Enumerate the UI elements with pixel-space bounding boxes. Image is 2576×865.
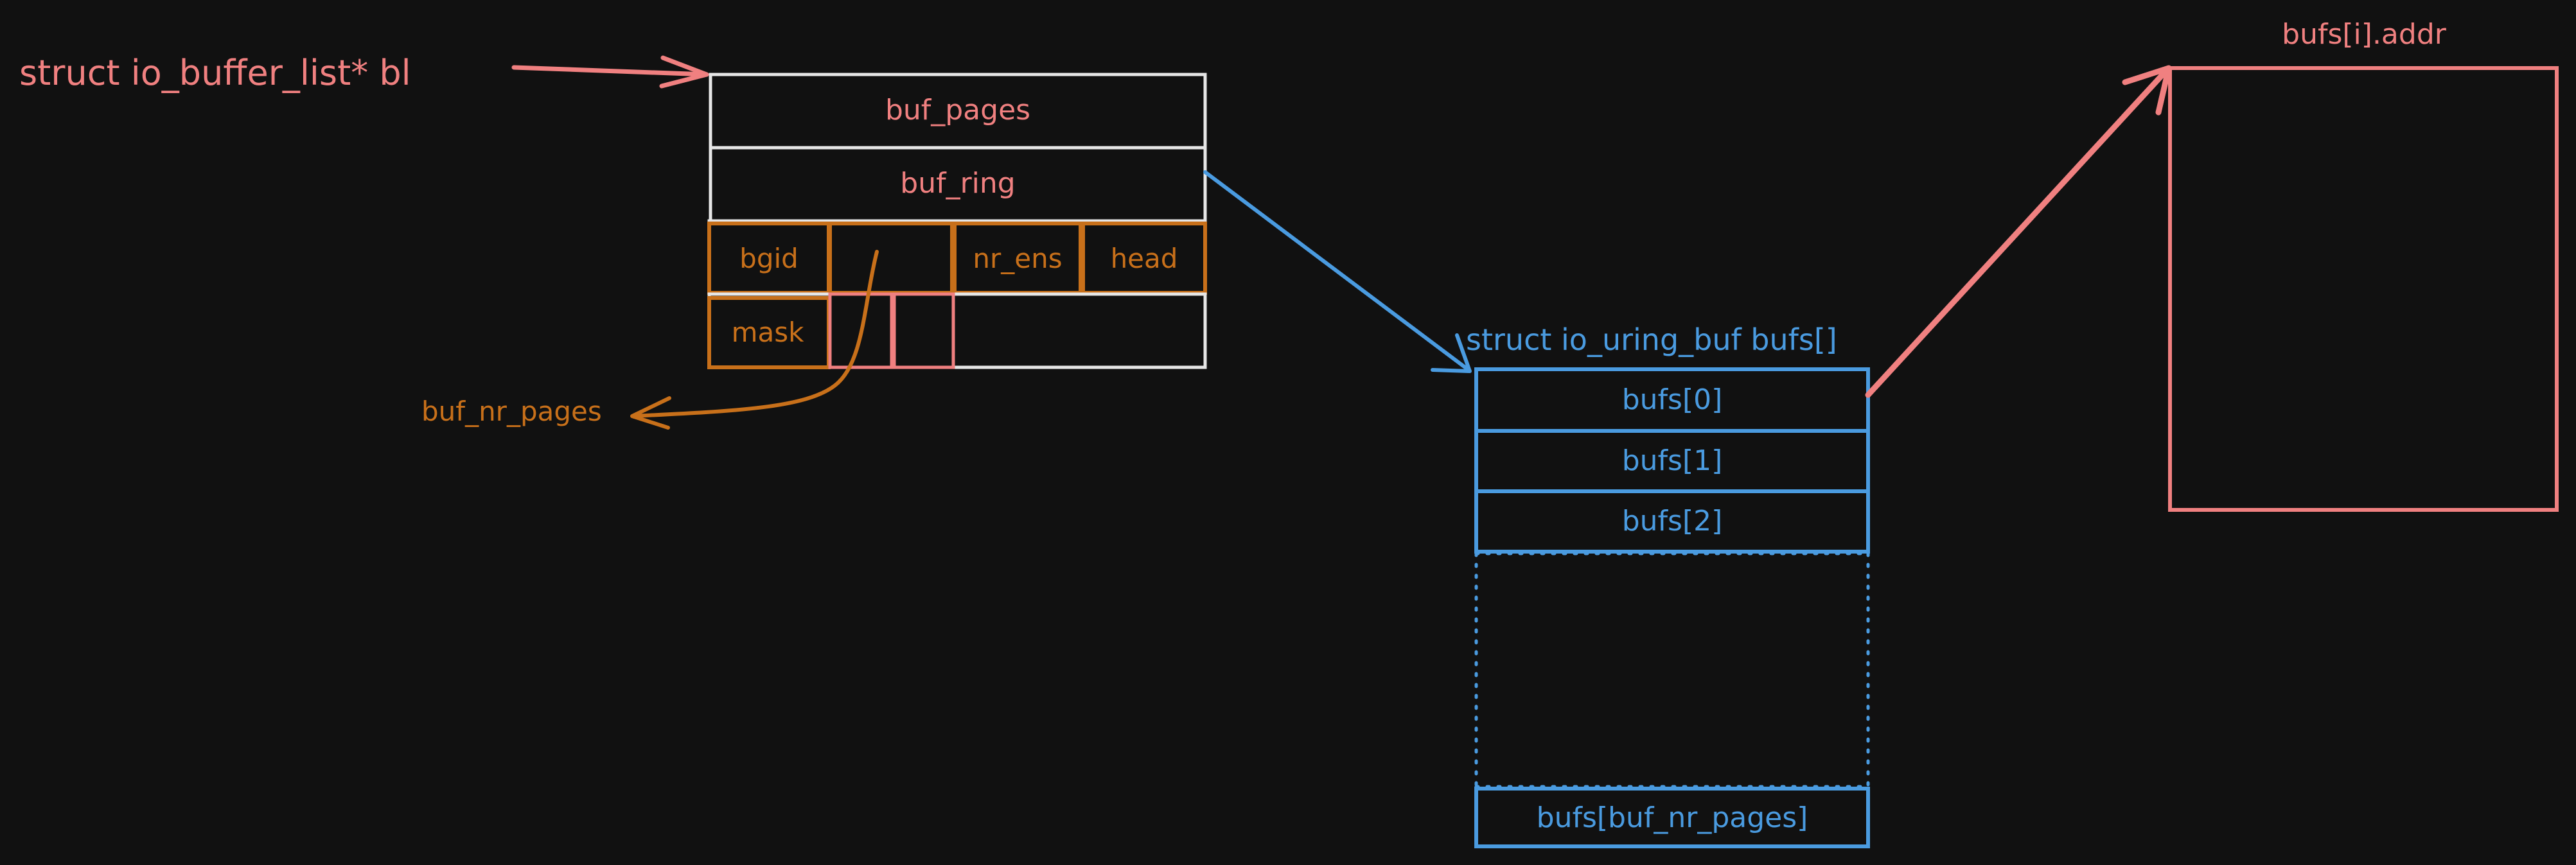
buf-ring-to-bufs-arrow bbox=[1203, 170, 1472, 373]
addr-title: bufs[i].addr bbox=[2282, 18, 2447, 51]
io-buffer-list-struct: buf_pages buf_ring bgid nr_ens head mask bbox=[707, 73, 1207, 369]
bufs-1-label: bufs[1] bbox=[1622, 444, 1723, 477]
bufs-2-slot bbox=[1474, 489, 1870, 554]
bgid-padding-field bbox=[828, 222, 954, 295]
mask-label: mask bbox=[732, 317, 805, 348]
bl-pointer-arrow bbox=[511, 55, 709, 89]
bufs-array: bufs[0] bufs[1] bufs[2] bufs[buf_nr_page… bbox=[1474, 367, 1870, 848]
bl-pointer-label: struct io_buffer_list* bl bbox=[19, 53, 411, 93]
bgid-label: bgid bbox=[739, 243, 798, 274]
bufs-last-label: bufs[buf_nr_pages] bbox=[1537, 801, 1808, 834]
buf-pages-label: buf_pages bbox=[885, 94, 1030, 127]
nr-ens-label: nr_ens bbox=[973, 243, 1062, 274]
buf-nr-pages-label: buf_nr_pages bbox=[421, 396, 602, 427]
head-label: head bbox=[1111, 243, 1178, 274]
bufs-array-title: struct io_uring_buf bufs[] bbox=[1466, 322, 1837, 357]
bufs-0-label: bufs[0] bbox=[1622, 383, 1723, 416]
buf-nr-pages-arrow bbox=[630, 250, 879, 430]
bufs-to-addr-arrow bbox=[1865, 65, 2172, 398]
bufs-ellipsis-region bbox=[1474, 552, 1870, 789]
bufs-last-slot bbox=[1474, 787, 1870, 848]
buf-ring-label: buf_ring bbox=[900, 167, 1015, 200]
bufs-2-label: bufs[2] bbox=[1622, 505, 1723, 537]
addr-buffer-box bbox=[2168, 66, 2559, 512]
